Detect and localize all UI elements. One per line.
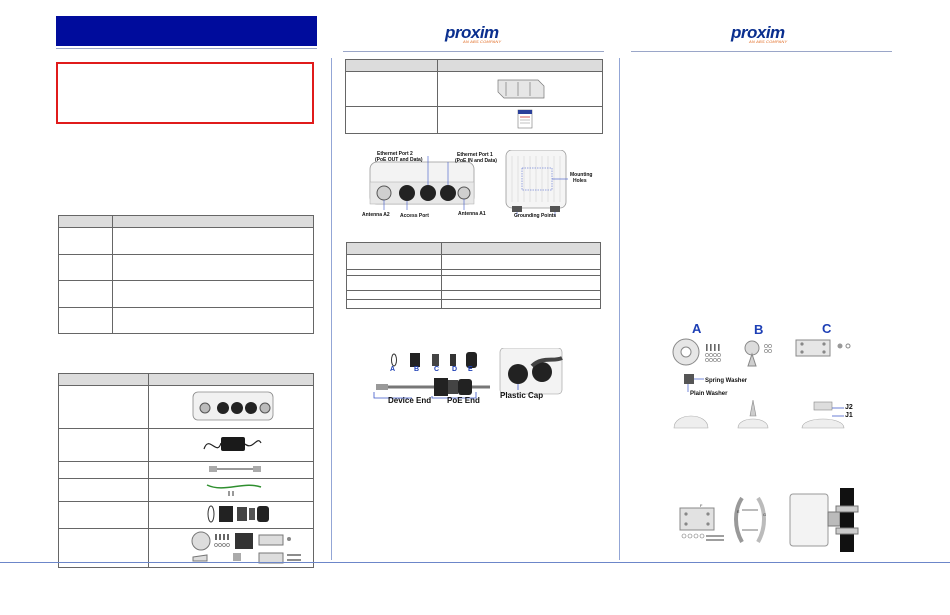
table-cell <box>346 254 442 270</box>
table-cell <box>112 307 314 334</box>
label-g: G <box>763 512 767 517</box>
table-cell <box>58 478 149 502</box>
table-cell <box>346 275 442 291</box>
outdoor-unit-icon <box>192 391 274 421</box>
cable-gland-assembly-diagram <box>373 348 563 399</box>
table-cell <box>58 227 113 255</box>
table-cell <box>58 528 149 568</box>
label-j1: J1 <box>845 412 853 419</box>
package-table-header-1 <box>58 373 149 386</box>
poe-adapter-cell <box>148 428 314 462</box>
footer-rule <box>0 562 950 563</box>
poe-adapter-icon <box>203 437 262 451</box>
table-cell <box>58 501 149 529</box>
bracket-image-cell <box>437 71 603 107</box>
label-e: E <box>737 509 740 514</box>
bracket-icon <box>497 79 545 99</box>
continued-table-header-2 <box>437 59 603 72</box>
logo-column-3: proxim AN ABS COMPANY <box>731 24 787 44</box>
mount-kit-icon <box>191 531 301 564</box>
column-divider-2 <box>619 58 620 560</box>
mount-part-c-label: C <box>822 321 832 336</box>
ground-wire-cell <box>148 478 314 502</box>
label-plain-washer: Plain Washer <box>690 391 728 397</box>
part-label-c: C <box>434 366 440 373</box>
part-label-a: A <box>390 366 396 373</box>
part-label-d: D <box>452 366 458 373</box>
cable-icon <box>209 466 261 472</box>
logo-subtext: AN ABS COMPANY <box>463 39 502 44</box>
table-cell <box>346 299 442 309</box>
table-cell <box>58 254 113 281</box>
table-cell <box>112 254 314 281</box>
label-device-end: Device End <box>388 396 432 405</box>
mount-kit-cell <box>148 528 314 568</box>
mount-kit-diagram <box>672 338 851 429</box>
ports-table-header-2 <box>441 242 601 255</box>
logo-column-2: proxim AN ABS COMPANY <box>445 24 501 44</box>
table-cell <box>58 307 113 334</box>
label-antenna-a1: Antenna A1 <box>458 211 486 217</box>
part-label-e: E <box>468 366 473 373</box>
cable-gland-cell <box>148 501 314 529</box>
ground-wire-icon <box>206 484 262 496</box>
label-antenna-a2: Antenna A2 <box>362 212 390 218</box>
table-cell <box>112 280 314 308</box>
label-mounting: Mounting <box>570 172 593 178</box>
hardware-overview-diagram <box>369 150 568 216</box>
logo-text: proxim <box>731 23 785 42</box>
document-icon <box>517 109 533 129</box>
cable-gland-icon <box>207 505 269 523</box>
status-table <box>58 215 314 334</box>
header-rule-column-3 <box>631 51 892 52</box>
table-cell <box>441 299 601 309</box>
table-cell <box>58 280 113 308</box>
table-cell <box>441 254 601 270</box>
document-image-cell <box>437 106 603 134</box>
label-eth-port-1: Ethernet Port 1 <box>457 152 493 158</box>
table-cell <box>441 275 601 291</box>
table-cell <box>58 428 149 462</box>
column-divider-1 <box>331 58 332 560</box>
part-label-b: B <box>414 366 420 373</box>
table-cell <box>58 385 149 429</box>
package-contents-table <box>58 373 314 568</box>
label-f: F <box>700 503 703 508</box>
table-cell <box>345 106 438 134</box>
label-access-port: Access Port <box>400 213 429 219</box>
label-poe-end: PoE End <box>447 396 480 405</box>
title-rule <box>56 48 317 49</box>
label-holes: Holes <box>573 178 587 184</box>
mount-part-b-label: B <box>754 322 764 337</box>
ports-table-header-1 <box>346 242 442 255</box>
ethernet-cable-cell <box>148 461 314 479</box>
continued-table-header-1 <box>345 59 438 72</box>
package-contents-table-continued <box>345 59 603 134</box>
status-table-header-1 <box>58 215 113 228</box>
label-eth-port-2: Ethernet Port 2 <box>377 151 413 157</box>
table-cell <box>58 461 149 479</box>
ports-table <box>346 242 601 309</box>
table-cell <box>346 290 442 300</box>
table-cell <box>441 290 601 300</box>
label-j2: J2 <box>845 404 853 411</box>
device-image-cell <box>148 385 314 429</box>
warning-box <box>56 62 314 124</box>
logo-text: proxim <box>445 23 499 42</box>
table-cell <box>112 227 314 255</box>
mount-part-a-label: A <box>692 321 702 336</box>
label-plastic-cap: Plastic Cap <box>500 391 544 400</box>
package-table-header-2 <box>148 373 314 386</box>
label-grounding-points: Grounding Points <box>514 213 557 219</box>
label-eth-port-1-sub: (PoE IN and Data) <box>455 158 497 164</box>
logo-subtext: AN ABS COMPANY <box>749 39 788 44</box>
title-band <box>56 16 317 46</box>
label-spring-washer: Spring Washer <box>705 378 748 384</box>
table-cell <box>345 71 438 107</box>
status-table-header-2 <box>112 215 314 228</box>
pole-mount-diagram <box>679 488 859 552</box>
header-rule-column-2 <box>343 51 604 52</box>
label-eth-port-2-sub: (PoE OUT and Data) <box>375 157 423 163</box>
